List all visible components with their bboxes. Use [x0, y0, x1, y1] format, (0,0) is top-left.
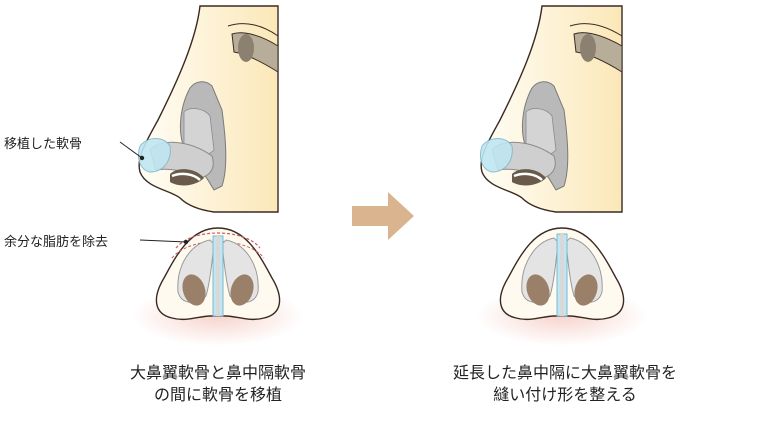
fat-removal-label: 余分な脂肪を除去	[4, 231, 108, 250]
left-nose-bottom-view	[132, 228, 304, 346]
right-caption-line1: 延長した鼻中隔に大鼻翼軟骨を	[420, 362, 710, 384]
arrow-icon	[352, 192, 414, 240]
right-caption: 延長した鼻中隔に大鼻翼軟骨を 縫い付け形を整える	[420, 362, 710, 406]
fat-leader-dot	[184, 240, 188, 244]
right-nose-profile	[480, 6, 622, 212]
graft-leader-dot	[140, 156, 144, 160]
right-nose-bottom-view	[476, 228, 648, 346]
graft-label: 移植した軟骨	[4, 133, 82, 152]
left-caption-line1: 大鼻翼軟骨と鼻中隔軟骨	[100, 362, 336, 384]
left-caption-line2: の間に軟骨を移植	[100, 384, 336, 406]
left-caption: 大鼻翼軟骨と鼻中隔軟骨 の間に軟骨を移植	[100, 362, 336, 406]
left-nose-profile	[138, 6, 278, 212]
fat-leader-line	[140, 240, 186, 242]
right-caption-line2: 縫い付け形を整える	[420, 384, 710, 406]
